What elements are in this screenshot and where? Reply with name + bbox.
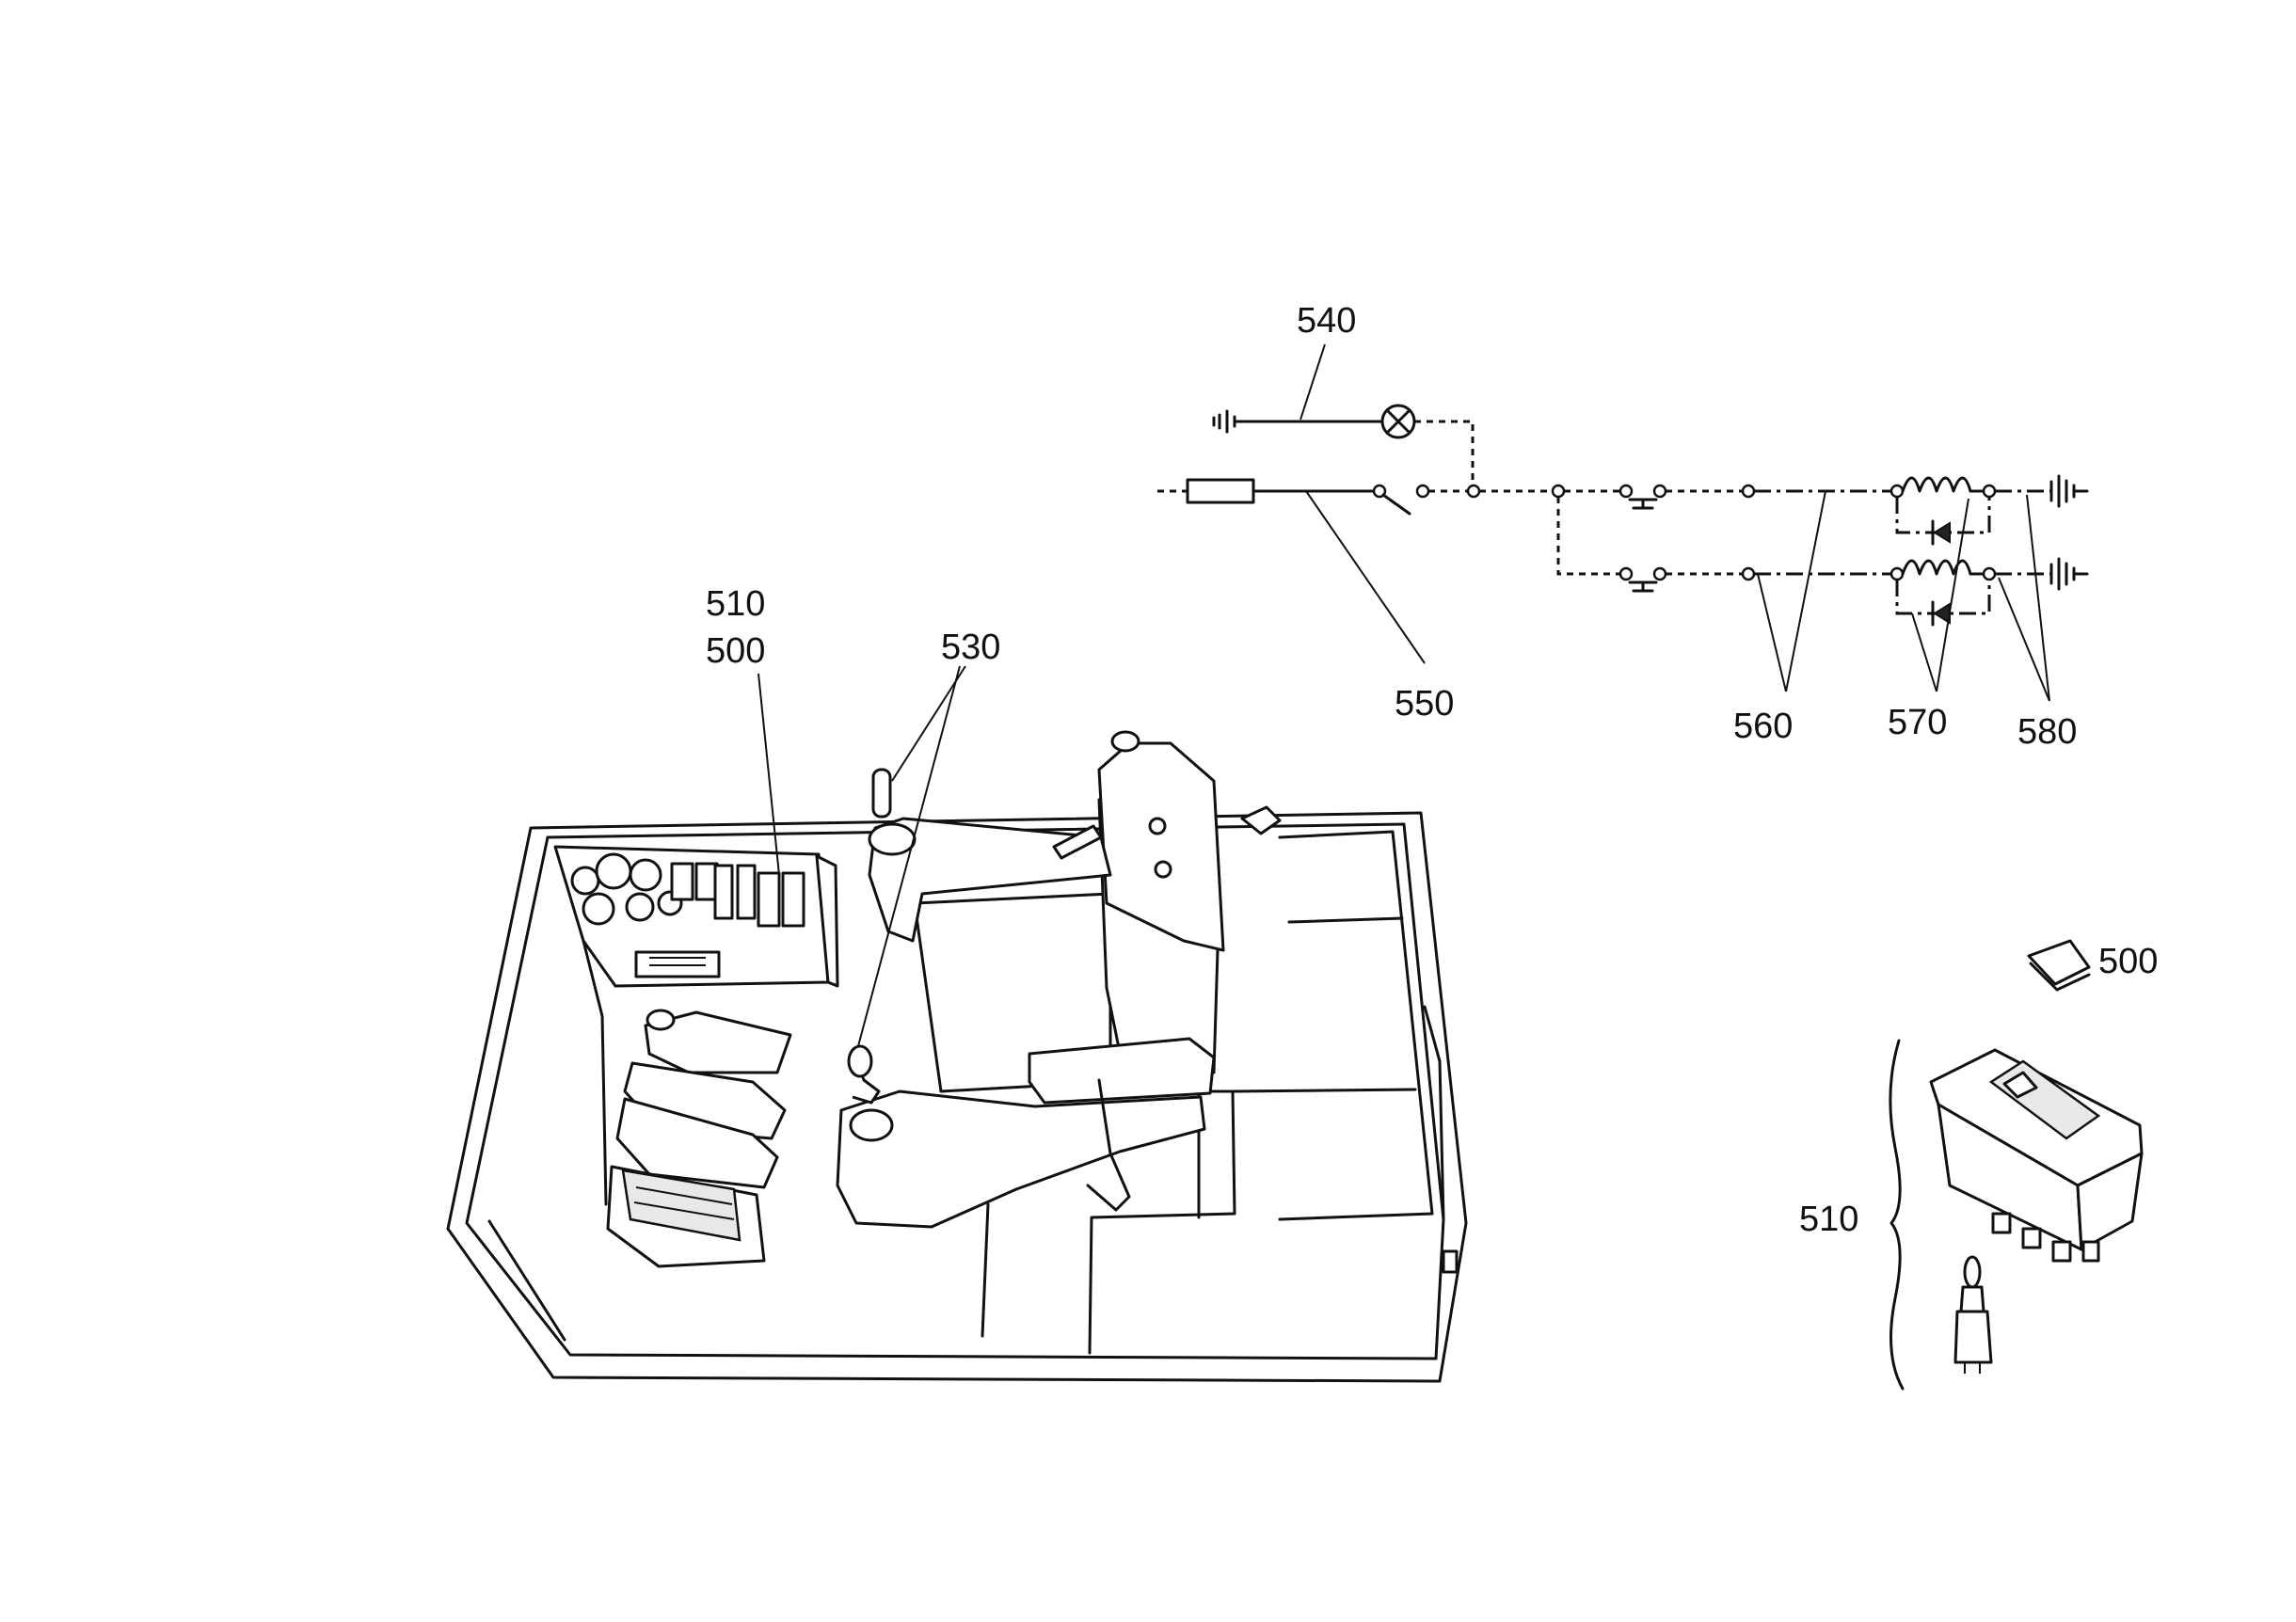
callout-560: 560 <box>1733 707 1793 746</box>
part-details: 500 510 <box>1799 939 2158 1391</box>
wiring-schematic: 540 550 560 570 580 <box>1157 301 2089 752</box>
right-armrest <box>1028 1037 1216 1105</box>
schematic-leader-lines <box>1299 343 2050 702</box>
ground-symbol-lower <box>2049 557 2089 591</box>
switch-cap-500 <box>2027 939 2091 992</box>
ground-symbol-lamp <box>1212 409 1236 434</box>
pressure-switch-symbol-upper <box>1618 484 1667 510</box>
callout-530: 530 <box>941 628 1000 667</box>
left-joystick <box>847 1044 894 1142</box>
switch-symbol <box>1372 484 1430 516</box>
operator-seat <box>836 730 1225 1338</box>
pressure-switch-symbol-lower <box>1618 566 1667 593</box>
indicator-lamp-symbol <box>1380 404 1416 439</box>
callout-500-part: 500 <box>2098 942 2158 981</box>
callout-510-part: 510 <box>1799 1200 1858 1239</box>
cab-leader-lines <box>757 665 966 1047</box>
hand-levers <box>1052 805 1282 860</box>
foot-pedals <box>606 1009 792 1268</box>
left-armrest-pod <box>836 1089 1206 1229</box>
relay-coil-symbol-upper <box>1895 476 1997 546</box>
upper-armrest-pod <box>868 817 1112 943</box>
ground-symbol-upper <box>2049 474 2089 508</box>
callout-540: 540 <box>1297 301 1356 341</box>
bulb-510 <box>1953 1255 1993 1374</box>
brace-510 <box>1889 1039 1905 1391</box>
callout-500-cab: 500 <box>706 631 765 671</box>
callout-550: 550 <box>1395 684 1454 724</box>
cab-floor-assembly: 510 500 530 <box>446 584 1468 1383</box>
instrument-console <box>553 845 839 988</box>
rocker-switch-510 <box>1929 1048 2144 1263</box>
fuse-symbol <box>1186 478 1255 504</box>
callout-510-cab: 510 <box>706 584 765 624</box>
relay-coil-symbol-lower <box>1895 559 1997 627</box>
right-joystick <box>868 768 917 856</box>
callout-580: 580 <box>2017 712 2077 752</box>
callout-570: 570 <box>1888 703 1947 742</box>
